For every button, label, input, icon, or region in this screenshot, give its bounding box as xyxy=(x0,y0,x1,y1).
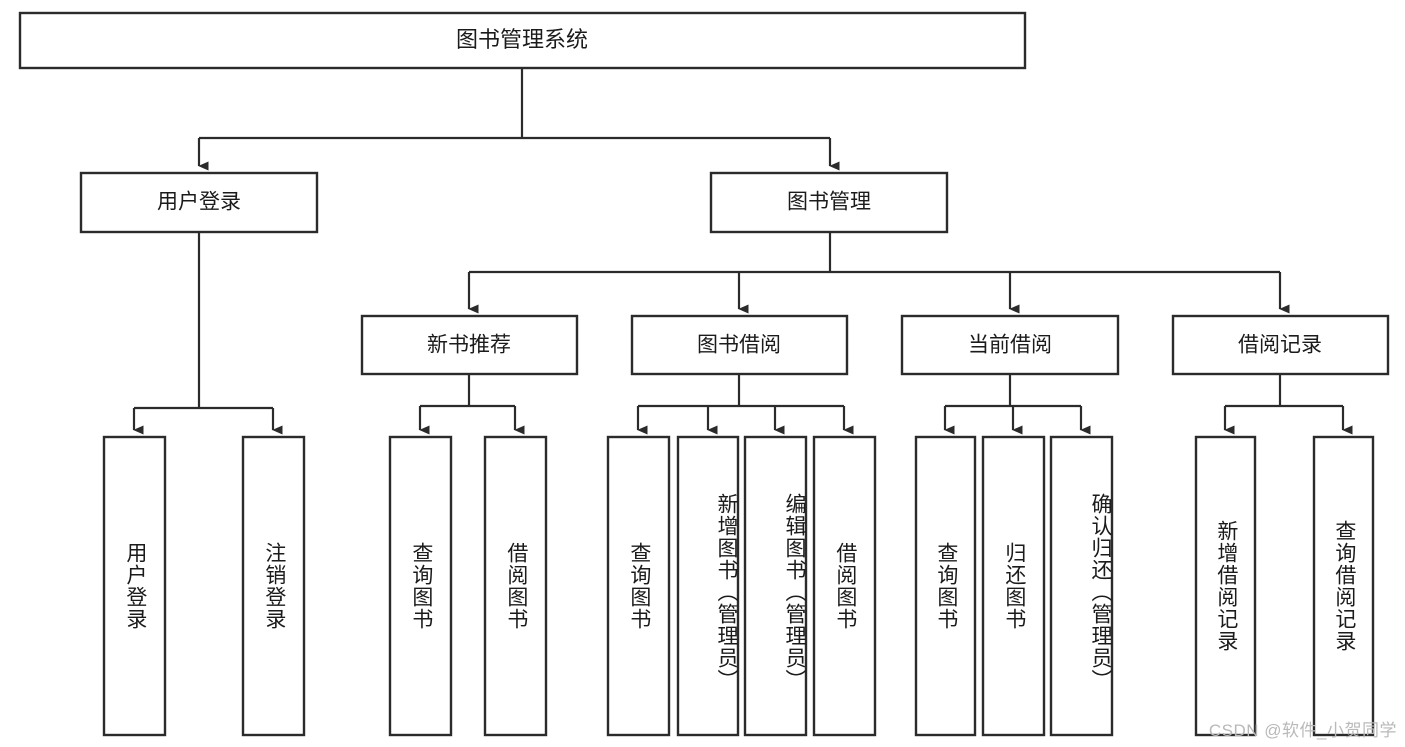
node-box-current-borrow[interactable] xyxy=(900,314,1120,376)
leaf-box-8[interactable] xyxy=(914,435,977,737)
node-label-borrow-record: 借阅记录 xyxy=(1238,334,1322,357)
node-label-current-borrow: 当前借阅 xyxy=(968,334,1052,357)
leaf-box-12[interactable] xyxy=(1312,435,1375,737)
leaf-box-4[interactable] xyxy=(606,435,671,737)
node-box-new-book-recommend[interactable] xyxy=(360,314,579,376)
leaf-box-1[interactable] xyxy=(241,435,306,737)
node-box-root[interactable] xyxy=(18,11,1027,70)
leaf-box-0[interactable] xyxy=(102,435,167,737)
leaf-box-9[interactable] xyxy=(981,435,1046,737)
node-label-root: 图书管理系统 xyxy=(456,27,588,52)
node-boxes xyxy=(18,11,1390,737)
connectors xyxy=(132,68,1353,435)
leaf-box-3[interactable] xyxy=(483,435,548,737)
leaf-box-6[interactable] xyxy=(743,435,808,737)
node-box-user-login[interactable] xyxy=(79,171,319,234)
leaf-box-2[interactable] xyxy=(388,435,453,737)
node-label-new-book-recommend: 新书推荐 xyxy=(427,334,511,357)
node-label-book-management: 图书管理 xyxy=(787,191,871,214)
leaf-box-5[interactable] xyxy=(676,435,740,737)
node-label-user-login: 用户登录 xyxy=(157,191,241,214)
node-label-book-borrow: 图书借阅 xyxy=(697,334,781,357)
leaf-box-10[interactable] xyxy=(1049,435,1114,737)
csdn-watermark: CSDN @软件_小贺同学 xyxy=(1208,721,1397,740)
leaf-box-11[interactable] xyxy=(1194,435,1257,737)
node-labels: 图书管理系统 用户登录 图书管理 新书推荐 图书借阅 当前借阅 借阅记录 xyxy=(157,27,1322,357)
leaf-box-7[interactable] xyxy=(812,435,877,737)
